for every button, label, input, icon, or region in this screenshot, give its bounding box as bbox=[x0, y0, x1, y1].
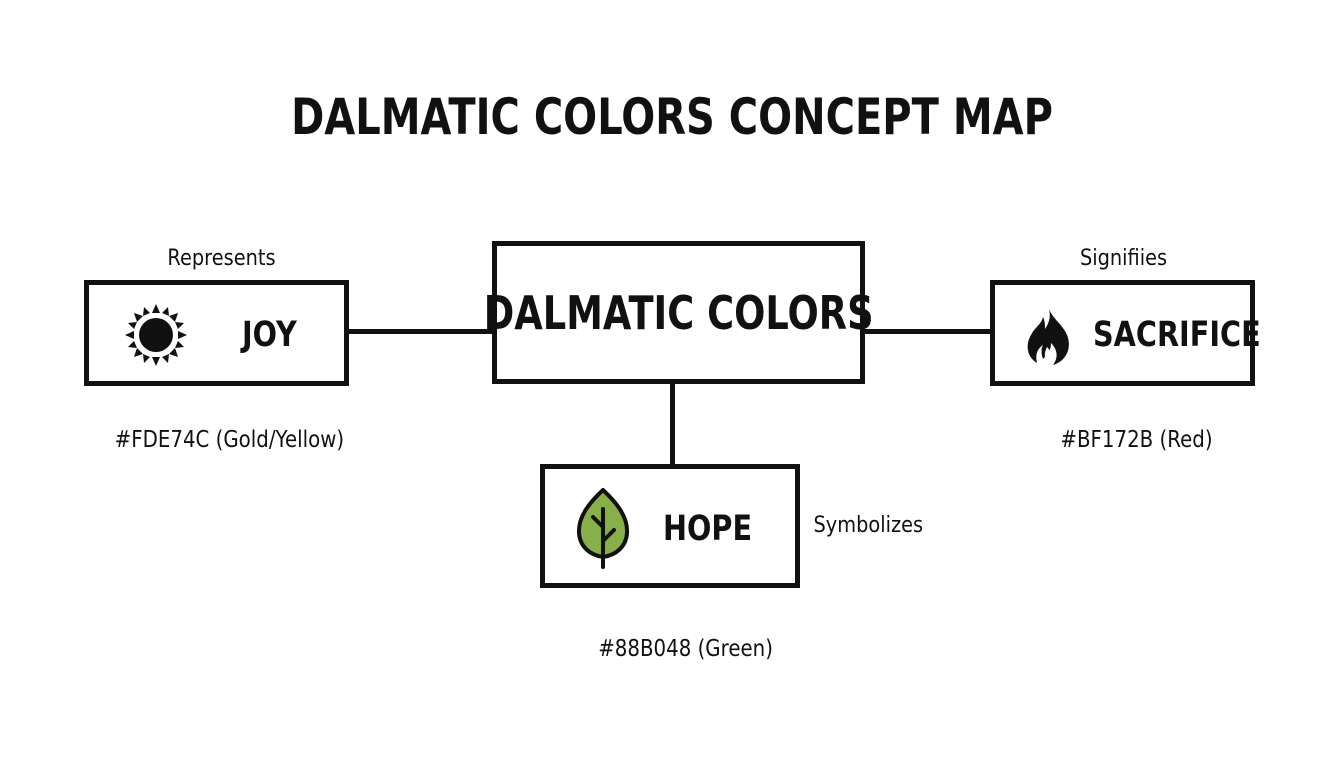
hope-node-label: HOPE bbox=[663, 509, 753, 549]
diagram-title: DALMATIC COLORS CONCEPT MAP bbox=[291, 88, 1053, 146]
sacrifice-node-label: SACRIFICE bbox=[1093, 315, 1261, 355]
connector-center-sacrifice bbox=[862, 329, 992, 334]
joy-color-note: #FDE74C (Gold/Yellow) bbox=[114, 427, 345, 453]
relation-label-joy: Represents bbox=[167, 246, 276, 271]
relation-label-hope: Symbolizes bbox=[813, 513, 924, 538]
connector-center-hope bbox=[670, 381, 675, 467]
sacrifice-color-note: #BF172B (Red) bbox=[1060, 427, 1213, 453]
center-node-label: DALMATIC COLORS bbox=[483, 285, 874, 340]
center-node[interactable]: DALMATIC COLORS bbox=[483, 241, 874, 384]
connector-joy-center bbox=[345, 329, 495, 334]
hope-color-note: #88B048 (Green) bbox=[598, 636, 773, 662]
joy-node-label: JOY bbox=[242, 315, 297, 355]
relation-label-sacrifice: Signifiies bbox=[1079, 246, 1168, 271]
hope-node[interactable]: HOPE bbox=[540, 464, 800, 588]
flame-icon bbox=[1023, 307, 1075, 367]
sacrifice-node[interactable]: SACRIFICE bbox=[990, 280, 1261, 386]
leaf-icon bbox=[575, 487, 631, 569]
sun-icon bbox=[123, 302, 189, 368]
joy-node[interactable]: JOY bbox=[84, 280, 349, 386]
